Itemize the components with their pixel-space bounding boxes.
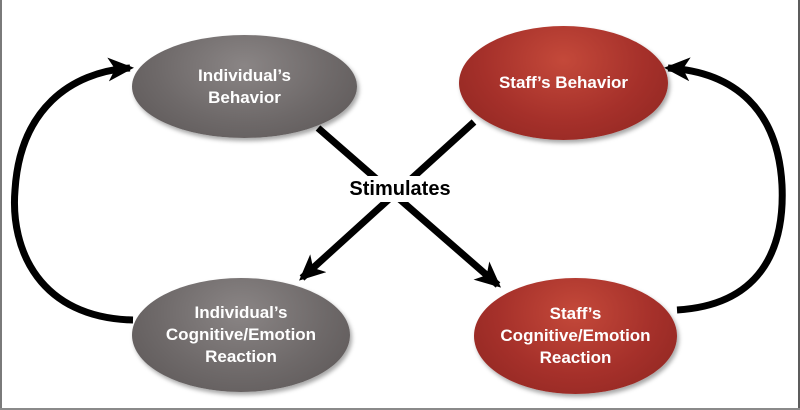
left-border: [0, 0, 2, 410]
bottom-border: [0, 408, 800, 410]
individual-behavior-node: Individual’s Behavior: [132, 35, 357, 138]
stimulates-label: Stimulates: [330, 176, 470, 202]
staff-reaction-label: Staff’s Cognitive/Emotion Reaction: [500, 304, 651, 367]
staff-behavior-label: Staff’s Behavior: [498, 73, 629, 92]
right-loop-arrow: [664, 57, 786, 314]
right-border: [798, 0, 800, 410]
individual-behavior-label: Individual’s Behavior: [198, 65, 291, 107]
staff-behavior-node: Staff’s Behavior: [459, 26, 668, 140]
staff-reaction-node: Staff’s Cognitive/Emotion Reaction: [474, 278, 677, 394]
individual-reaction-node: Individual’s Cognitive/Emotion Reaction: [132, 278, 350, 392]
left-loop-arrow: [10, 57, 134, 324]
individual-reaction-label: Individual’s Cognitive/Emotion Reaction: [165, 303, 317, 366]
cross-arrow-individual-to-staff: [315, 125, 502, 288]
